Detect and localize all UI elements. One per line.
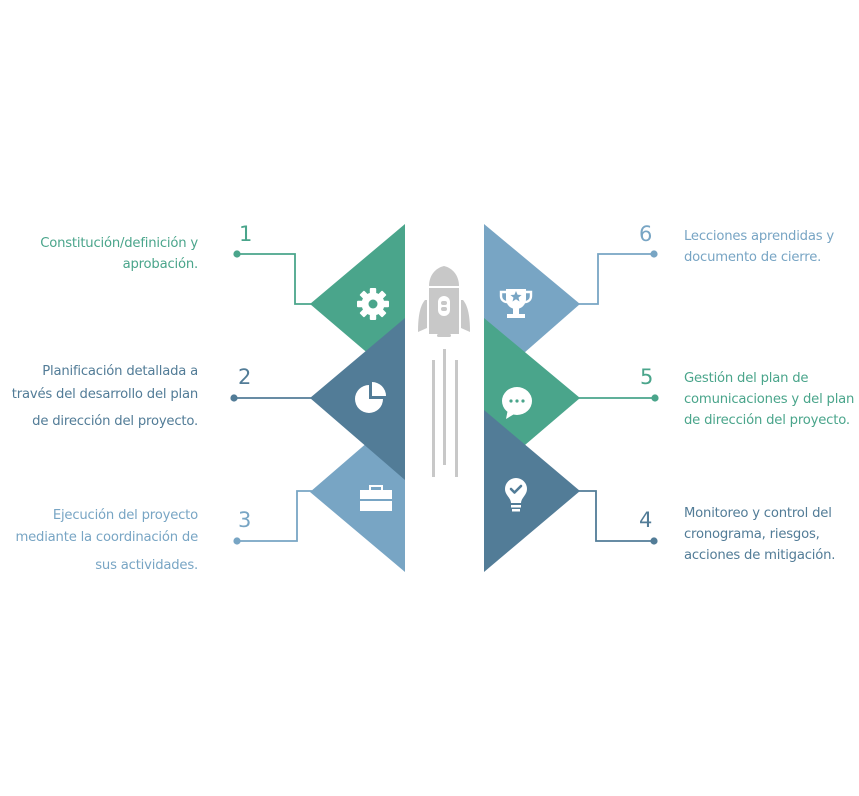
step-5-number: 5 — [640, 365, 654, 389]
connector-dot-5 — [651, 394, 659, 402]
connector-4 — [578, 490, 654, 542]
connector-dot-1 — [233, 250, 241, 258]
briefcase-icon — [360, 485, 392, 511]
connector-dot-6 — [650, 250, 658, 258]
step-4-description: Monitoreo y control del cronograma, ries… — [684, 506, 836, 563]
rocket-fin-right — [461, 300, 470, 332]
step-2-description: Planificación detallada a través del des… — [11, 364, 198, 429]
connectors — [230, 250, 659, 545]
connector-1 — [237, 253, 312, 305]
step-6-description: Lecciones aprendidas y documento de cier… — [684, 229, 835, 265]
step-3-number: 3 — [238, 508, 252, 532]
step-3-description: Ejecución del proyecto mediante la coord… — [15, 508, 198, 573]
step-1-number: 1 — [239, 222, 253, 246]
rocket-fin-left — [418, 300, 427, 332]
chat-bubble-icon — [502, 387, 532, 419]
rocket-nose — [429, 266, 459, 286]
gear-icon — [357, 288, 389, 320]
connector-6 — [578, 253, 654, 305]
step-4-triangle — [484, 410, 580, 572]
step-5-description: Gestión del plan de comunicaciones y del… — [684, 371, 855, 428]
connector-3 — [237, 490, 312, 542]
connector-dot-2 — [230, 394, 238, 402]
rocket-window — [438, 296, 450, 316]
rocket-exhaust-lines — [432, 349, 458, 477]
lightbulb-check-icon — [505, 478, 527, 512]
step-4-number: 4 — [639, 508, 653, 532]
step-2-number: 2 — [238, 365, 252, 389]
connector-dot-3 — [233, 537, 241, 545]
trophy-icon — [499, 289, 533, 318]
rocket-icon — [418, 266, 470, 337]
connector-dot-4 — [650, 537, 658, 545]
step-6-number: 6 — [639, 222, 653, 246]
pie-chart-icon — [355, 382, 386, 413]
step-1-description: Constitución/definición y aprobación. — [40, 236, 198, 272]
